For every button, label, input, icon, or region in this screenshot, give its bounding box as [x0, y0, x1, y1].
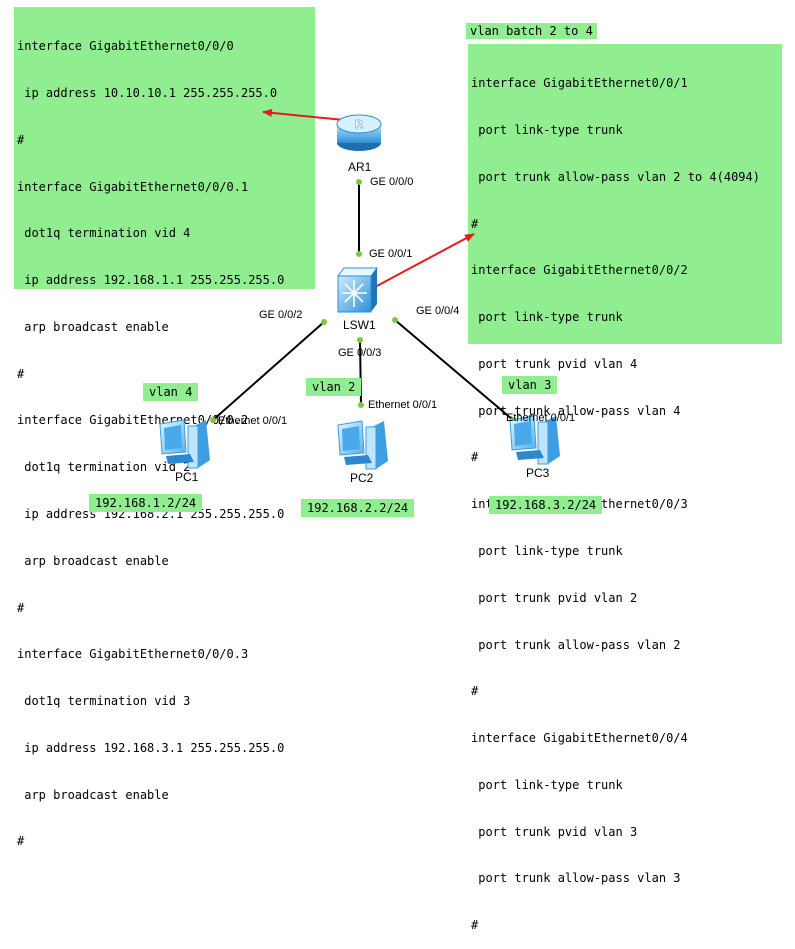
switch-config-line: port trunk allow-pass vlan 4 — [471, 403, 681, 418]
port-dot — [356, 251, 362, 257]
switch-config-line: port link-type trunk — [471, 777, 623, 792]
vlan-tag-pc2: vlan 2 — [306, 378, 362, 396]
router-config-line: arp broadcast enable — [17, 553, 169, 568]
port-dot — [392, 317, 398, 323]
router-config-line: arp broadcast enable — [17, 319, 169, 334]
port-label-sw-ge003: GE 0/0/3 — [338, 347, 382, 359]
switch-config-line: port link-type trunk — [471, 122, 623, 137]
vlan-tag-pc3: vlan 3 — [502, 376, 558, 394]
topology-diagram: R — [159, 108, 560, 470]
pc3-name: PC3 — [526, 466, 550, 480]
router-config-line: # — [17, 366, 25, 381]
link-lsw1-pc1 — [212, 321, 325, 421]
switch-config-line: # — [471, 684, 479, 699]
port-label-pc1-eth: Ethernet 0/0/1 — [218, 415, 288, 427]
switch-config-line: port trunk pvid vlan 2 — [471, 590, 638, 605]
pc2-name: PC2 — [350, 471, 374, 485]
router-config-line: arp broadcast enable — [17, 787, 169, 802]
ip-tag-pc2: 192.168.2.2/24 — [301, 499, 415, 517]
port-label-pc2-eth: Ethernet 0/0/1 — [368, 399, 438, 411]
link-lsw1-pc3 — [394, 319, 514, 421]
switch-config-line: port trunk pvid vlan 4 — [471, 356, 638, 371]
router-config-line: # — [17, 600, 25, 615]
port-dot — [357, 337, 363, 343]
switch-config-line: interface GigabitEthernet0/0/4 — [471, 731, 688, 746]
port-label-pc3-eth: Ethernet 0/0/1 — [506, 412, 576, 424]
port-label-sw-ge001: GE 0/0/1 — [369, 248, 413, 260]
port-dot — [321, 319, 327, 325]
switch-config-line: interface GigabitEthernet0/0/1 — [471, 76, 688, 91]
switch-config-line: port link-type trunk — [471, 544, 623, 558]
port-dot — [358, 402, 364, 408]
port-label-ar1-ge000: GE 0/0/0 — [370, 176, 414, 188]
ip-tag-pc3: 192.168.3.2/24 — [489, 496, 603, 514]
router-config-line: ip address 10.10.10.1 255.255.255.0 — [17, 85, 278, 100]
switch-config-line: # — [471, 918, 479, 933]
switch-config-title: vlan batch 2 to 4 — [466, 23, 597, 39]
router-config-line: dot1q termination vid 4 — [17, 226, 191, 241]
router-config-line: interface GigabitEthernet0/0/0.1 — [17, 179, 249, 194]
switch-config-line: port trunk allow-pass vlan 2 — [471, 637, 681, 652]
switch-icon[interactable] — [337, 267, 378, 313]
switch-config-line: # — [471, 216, 479, 231]
switch-config-line: # — [471, 450, 479, 465]
switch-config-line: interface GigabitEthernet0/0/2 — [471, 263, 688, 278]
switch-config-line: port trunk pvid vlan 3 — [471, 824, 638, 839]
switch-name: LSW1 — [343, 318, 376, 332]
pc-icon[interactable] — [509, 415, 560, 465]
switch-config-line: port link-type trunk — [471, 310, 623, 325]
router-config-line: ip address 192.168.1.1 255.255.255.0 — [17, 273, 285, 288]
router-config-line: interface GigabitEthernet0/0/0.2 — [17, 413, 249, 428]
router-config-line: # — [17, 834, 25, 849]
switch-config-line: port trunk allow-pass vlan 2 to 4(4094) — [471, 169, 760, 184]
arrow-to-switch-config — [374, 233, 475, 288]
arrow-to-router-config — [262, 108, 345, 121]
router-config-line: interface GigabitEthernet0/0/0 — [17, 39, 234, 54]
switch-config-line: port trunk allow-pass vlan 3 — [471, 871, 681, 886]
router-icon[interactable]: R — [336, 114, 382, 151]
svg-text:R: R — [355, 118, 364, 131]
port-dot — [210, 417, 216, 423]
router-config-line: dot1q termination vid 2 — [17, 460, 191, 475]
vlan-tag-pc1: vlan 4 — [143, 383, 199, 401]
port-label-sw-ge002: GE 0/0/2 — [259, 309, 303, 321]
ip-tag-pc1: 192.168.1.2/24 — [89, 494, 203, 512]
port-label-sw-ge004: GE 0/0/4 — [416, 305, 460, 317]
pc1-name: PC1 — [175, 470, 199, 484]
router-name: AR1 — [348, 160, 372, 174]
port-dot — [356, 179, 362, 185]
router-config-line: # — [17, 132, 25, 147]
router-config-line: dot1q termination vid 3 — [17, 694, 191, 709]
pc-icon[interactable] — [159, 419, 210, 469]
router-config-line: interface GigabitEthernet0/0/0.3 — [17, 647, 249, 662]
pc-icon[interactable] — [337, 420, 388, 470]
router-config-line: ip address 192.168.3.1 255.255.255.0 — [17, 740, 285, 755]
